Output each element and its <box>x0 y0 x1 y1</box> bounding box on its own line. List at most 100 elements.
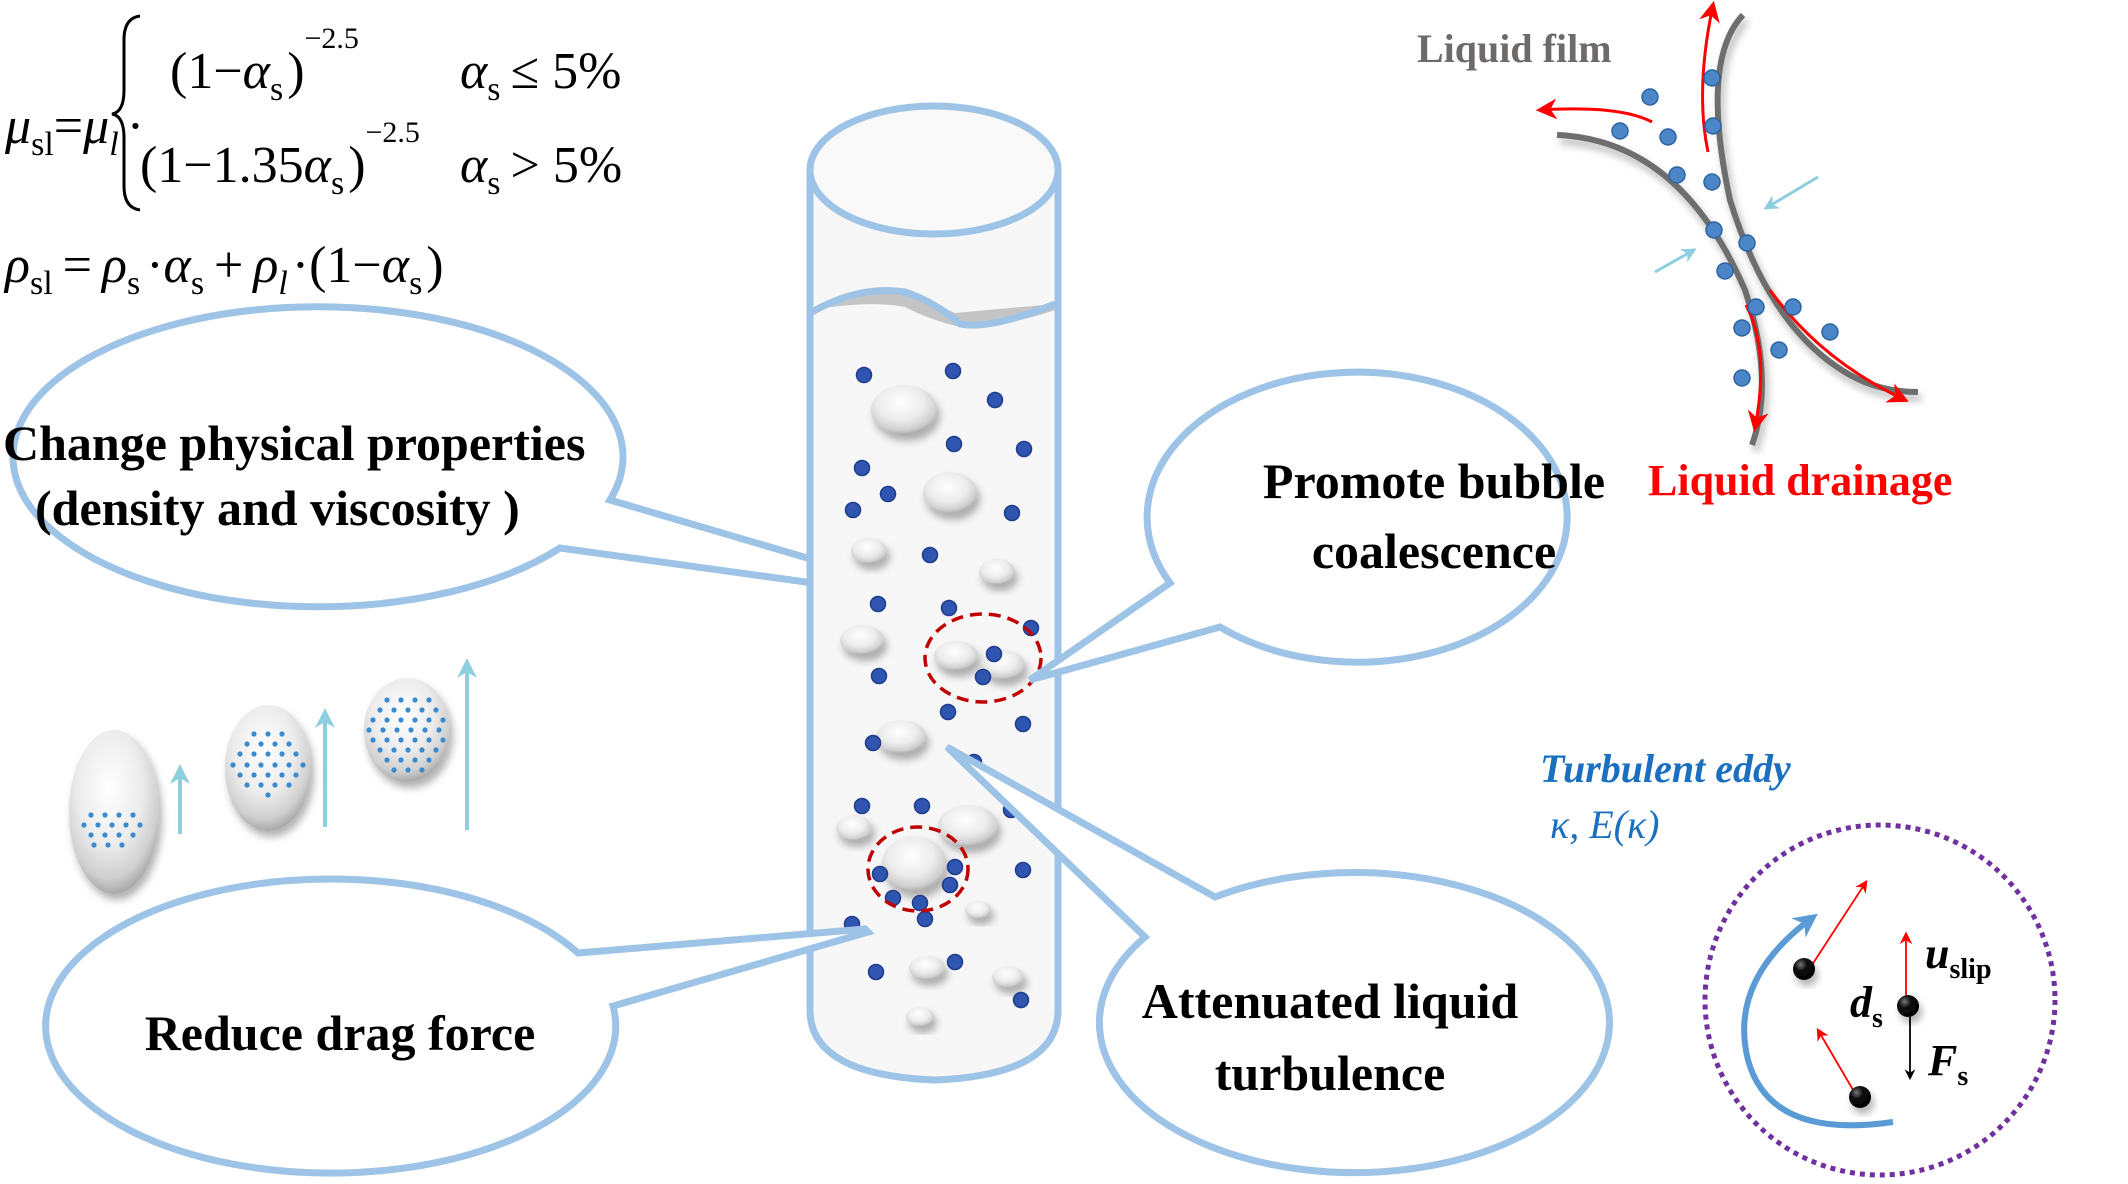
adsorbed-particle <box>105 842 111 848</box>
mu-symbol: μ <box>4 98 31 155</box>
compression-arrow-right <box>1763 175 1819 210</box>
viscosity-equation: μsl=μl· (1−αs)−2.5 αs≤ 5% (1−1.35αs)−2.5… <box>4 14 622 212</box>
particle-diameter-label: ds <box>1850 978 1883 1034</box>
solid-particle <box>941 876 959 894</box>
adsorbed-particle <box>436 727 442 733</box>
particle-velocity-arrow-1 <box>1809 879 1868 969</box>
callout-turbulence: Attenuated liquid turbulence <box>944 743 1613 1177</box>
gas-bubble <box>934 641 978 671</box>
adsorbed-particle <box>265 751 271 757</box>
case-brace <box>111 14 141 212</box>
gas-bubble <box>836 815 872 841</box>
adsorbed-particle <box>137 822 143 828</box>
film-particle <box>1641 88 1659 106</box>
adsorbed-particle <box>419 747 425 753</box>
adsorbed-particle <box>116 832 122 838</box>
solid-particle <box>870 667 888 685</box>
coalescence-highlight-circle <box>923 612 1043 704</box>
solid-particle <box>844 501 862 519</box>
adsorbed-particle <box>419 767 425 773</box>
density-equation: ρsl=ρs·αs+ρl·(1−αs) <box>3 237 444 302</box>
adsorbed-particle <box>279 772 285 778</box>
solid-particle <box>1003 504 1021 522</box>
adsorbed-particle <box>286 741 292 747</box>
adsorbed-particle <box>272 762 278 768</box>
case2-expression: (1−1.35αs)−2.5 <box>140 116 420 202</box>
film-particle <box>1704 117 1722 135</box>
solid-particle <box>944 362 962 380</box>
solid-particle <box>986 391 1004 409</box>
gas-bubble <box>909 956 945 980</box>
solid-particle <box>946 858 964 876</box>
adsorbed-particle <box>422 727 428 733</box>
film-particle <box>1733 369 1751 387</box>
adsorbed-particle <box>412 757 418 763</box>
svg-text:ρsl=ρs·αs+ρl·(1−αs): ρsl=ρs·αs+ρl·(1−αs) <box>3 237 444 302</box>
adsorbed-particle <box>300 762 306 768</box>
adsorbed-particle <box>88 832 94 838</box>
adsorbed-particle <box>433 707 439 713</box>
adsorbed-particle <box>433 747 439 753</box>
adsorbed-particle <box>279 731 285 737</box>
particle-velocity-arrow-2 <box>1816 1027 1857 1096</box>
adsorbed-particle <box>286 762 292 768</box>
case1-condition: αs≤ 5% <box>460 43 621 108</box>
drainage-arrow-down <box>1744 304 1769 433</box>
film-particle <box>1705 221 1723 239</box>
gas-bubble <box>938 805 998 847</box>
solid-particle-1 <box>1793 958 1815 980</box>
callout-turbulence-line1: Attenuated liquid <box>1142 973 1519 1029</box>
adsorbed-particle <box>293 751 299 757</box>
film-particle <box>1770 341 1788 359</box>
film-particle <box>1611 122 1629 140</box>
case2-condition: αs> 5% <box>460 137 622 202</box>
adsorbed-particle <box>286 782 292 788</box>
adsorbed-particle <box>123 822 129 828</box>
adsorbed-particle <box>412 717 418 723</box>
adsorbed-particle <box>130 832 136 838</box>
solid-particle <box>1012 991 1030 1009</box>
adsorbed-particle <box>398 697 404 703</box>
callout-drag-outline <box>42 875 875 1177</box>
solid-particle <box>1015 440 1033 458</box>
adsorbed-particle <box>88 812 94 818</box>
drainage-arrow-up <box>1699 0 1720 153</box>
adsorbed-particle <box>405 767 411 773</box>
adsorbed-particle <box>237 751 243 757</box>
adsorbed-particle <box>426 757 432 763</box>
turbulent-eddy-panel: Turbulent eddy κ, E(κ) uslip ds Fs <box>1540 746 2058 1178</box>
force-label: Fs <box>1927 1036 1968 1092</box>
adsorbed-particle <box>384 717 390 723</box>
adsorbed-particle <box>405 707 411 713</box>
adsorbed-particle <box>258 741 264 747</box>
adsorbed-particle <box>102 832 108 838</box>
solid-particle <box>869 595 887 613</box>
solid-particle <box>974 668 992 686</box>
case1-expression: (1−αs)−2.5 <box>170 22 359 108</box>
film-particle <box>1703 173 1721 191</box>
liquid-drainage-label: Liquid drainage <box>1648 456 1952 505</box>
callout-drag-line1: Reduce drag force <box>145 1005 536 1061</box>
solid-particle <box>939 703 957 721</box>
adsorbed-particle <box>377 707 383 713</box>
adsorbed-particle <box>102 812 108 818</box>
callout-physical-outline <box>9 303 954 611</box>
solid-particle <box>853 797 871 815</box>
rising-bubble-low-load <box>69 730 159 894</box>
adsorbed-particle <box>419 707 425 713</box>
adsorbed-particle <box>412 737 418 743</box>
liquid-film-label: Liquid film <box>1417 26 1612 71</box>
adsorbed-particle <box>265 772 271 778</box>
adsorbed-particle <box>398 737 404 743</box>
adsorbed-particle <box>265 731 271 737</box>
gas-bubble <box>882 836 946 892</box>
solid-particle <box>916 910 934 928</box>
adsorbed-particle <box>109 822 115 828</box>
adsorbed-particle <box>119 842 125 848</box>
drainage-arrow-left <box>1535 98 1653 124</box>
adsorbed-particle <box>398 717 404 723</box>
adsorbed-particle <box>370 717 376 723</box>
adsorbed-particle <box>440 717 446 723</box>
rising-bubbles-sequence <box>69 658 477 894</box>
adsorbed-particle <box>244 741 250 747</box>
